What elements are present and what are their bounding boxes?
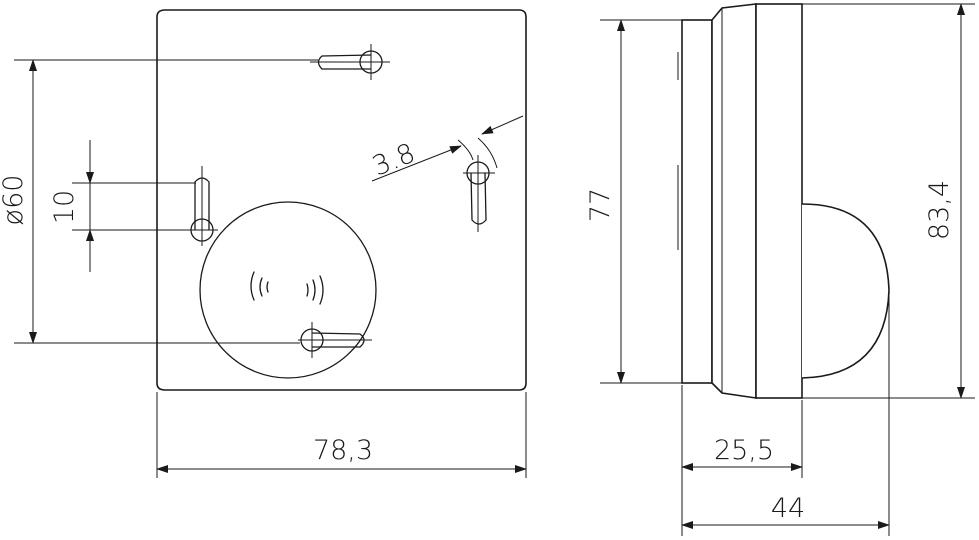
side-base-plate [681, 19, 713, 384]
side-view: 77 83,4 25,5 44 [585, 3, 975, 536]
dim-slot-length: 10 [49, 140, 196, 272]
front-view: ø60 10 3.8 78,3 [0, 9, 527, 478]
dim-depth-total: 44 [681, 296, 890, 536]
side-dome-profile [801, 203, 890, 379]
dim-height-total-label: 83,4 [924, 180, 955, 240]
dim-width-front-label: 78,3 [313, 435, 373, 466]
front-housing-outline [156, 9, 527, 391]
dim-mount-diameter: ø60 [0, 59, 318, 344]
top-keyhole-slot [310, 44, 390, 80]
side-collar [711, 3, 757, 399]
dim-width-front: 78,3 [156, 392, 527, 478]
sensor-dome-circle [199, 201, 377, 379]
side-cover [755, 3, 803, 399]
dim-depth-total-label: 44 [771, 493, 805, 524]
dim-depth-base-label: 25,5 [714, 435, 774, 466]
dim-slot-length-label: 10 [49, 190, 80, 224]
dim-mount-diameter-label: ø60 [0, 175, 29, 226]
wave-marks [250, 271, 324, 305]
dim-depth-base: 25,5 [681, 385, 803, 536]
bottom-keyhole-slot [298, 322, 372, 358]
dim-height-base-label: 77 [585, 188, 616, 222]
dim-height-base: 77 [585, 19, 690, 384]
right-keyhole-slot [457, 137, 498, 232]
dim-height-total: 83,4 [802, 3, 975, 399]
